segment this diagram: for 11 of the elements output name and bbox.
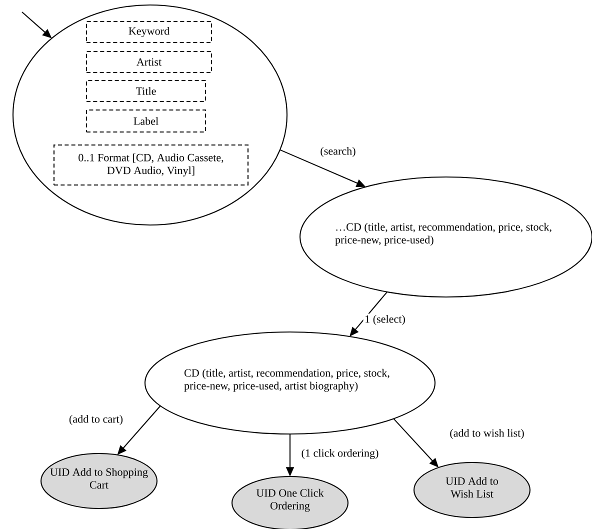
field-box: Artist <box>86 50 212 74</box>
form-ellipse <box>12 4 288 226</box>
field-box: 0..1 Format [CD, Audio Cassete, DVD Audio, Vinyl] <box>53 144 249 186</box>
field-box: Title <box>86 80 206 102</box>
field-box: Label <box>86 109 206 133</box>
edge-label: (add to cart) <box>68 414 124 426</box>
edge-label: (search) <box>318 146 358 158</box>
edge-label: 1 (select) <box>363 314 407 326</box>
field-box: Keyword <box>86 20 212 44</box>
edge-label: (add to wish list) <box>448 428 526 440</box>
edge-label: (1 click ordering) <box>300 448 380 460</box>
